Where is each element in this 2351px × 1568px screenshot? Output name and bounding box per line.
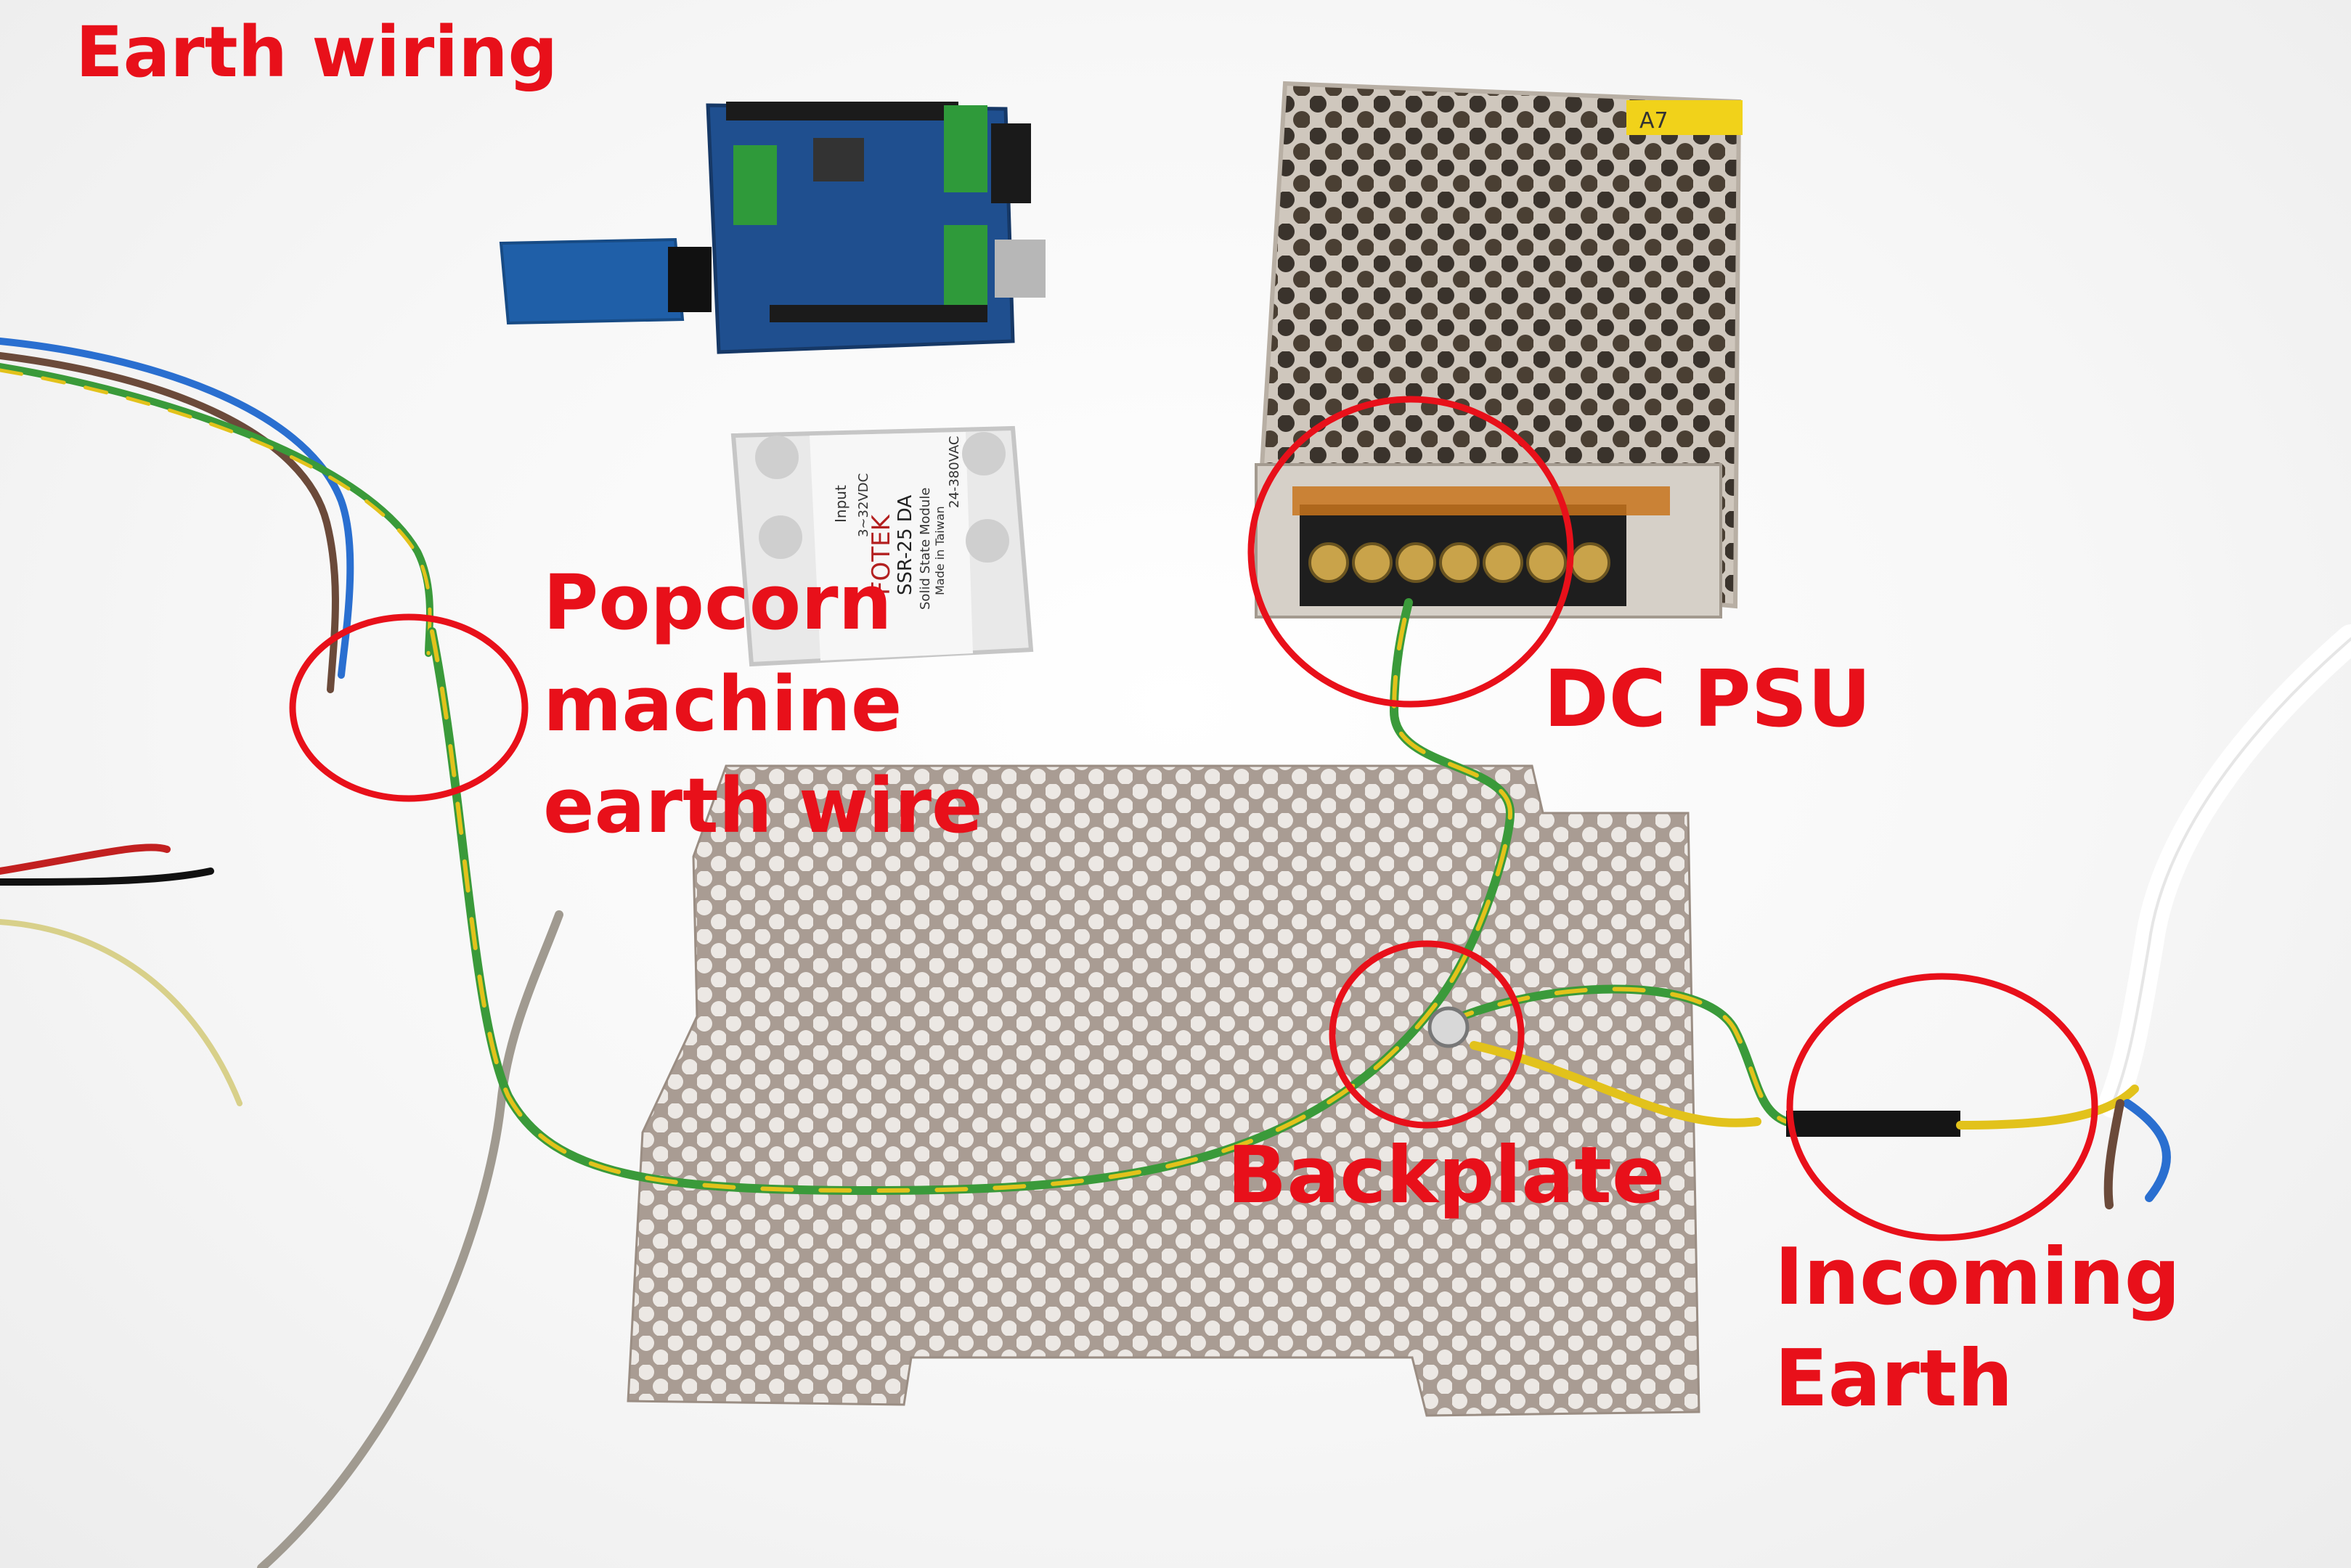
popcorn-earth-label: Popcorn machine earth wire bbox=[543, 552, 983, 857]
annotation-circles bbox=[289, 396, 2098, 1241]
ssr-input-label: Input bbox=[832, 485, 849, 523]
popcorn-earth-circle bbox=[289, 613, 529, 802]
ssr-model: SSR-25 DA bbox=[895, 495, 916, 595]
incoming-earth-label: Incoming Earth bbox=[1775, 1227, 2180, 1430]
arduino-board bbox=[499, 102, 1046, 354]
ssr-output-range: 24-380VAC bbox=[947, 436, 962, 508]
popcorn-machine-wires bbox=[0, 338, 563, 1568]
solid-state-relay: FOTEK SSR-25 DA Solid State Module Made … bbox=[730, 425, 1034, 667]
incoming-label-line2: Earth bbox=[1775, 1334, 2013, 1424]
dc-psu-circle bbox=[1247, 396, 1574, 708]
popcorn-label-line2: machine bbox=[543, 660, 902, 748]
dc-psu-label: DC PSU bbox=[1544, 654, 1872, 745]
psu-sticker bbox=[1626, 100, 1743, 135]
page-title: Earth wiring bbox=[76, 12, 558, 93]
backplate bbox=[627, 764, 1700, 1417]
ssr-origin: Made in Taiwan bbox=[933, 506, 947, 595]
bluetooth-module bbox=[499, 237, 685, 325]
backplate-label: Backplate bbox=[1227, 1130, 1666, 1221]
psu-sticker-text: A7 bbox=[1639, 108, 1668, 134]
ssr-input-range: 3~32VDC bbox=[856, 473, 871, 537]
popcorn-label-line1: Popcorn bbox=[543, 558, 892, 647]
earth-wires bbox=[428, 598, 1965, 1196]
incoming-earth-circle bbox=[1786, 973, 2098, 1241]
dc-psu: A7 bbox=[1253, 81, 1743, 618]
incoming-mains-cable bbox=[1956, 624, 2351, 1209]
ssr-type: Solid State Module bbox=[918, 488, 933, 610]
backplate-circle bbox=[1329, 940, 1525, 1129]
ssr-brand: FOTEK bbox=[867, 513, 896, 595]
popcorn-label-line3: earth wire bbox=[543, 761, 983, 850]
incoming-label-line1: Incoming bbox=[1775, 1232, 2181, 1323]
